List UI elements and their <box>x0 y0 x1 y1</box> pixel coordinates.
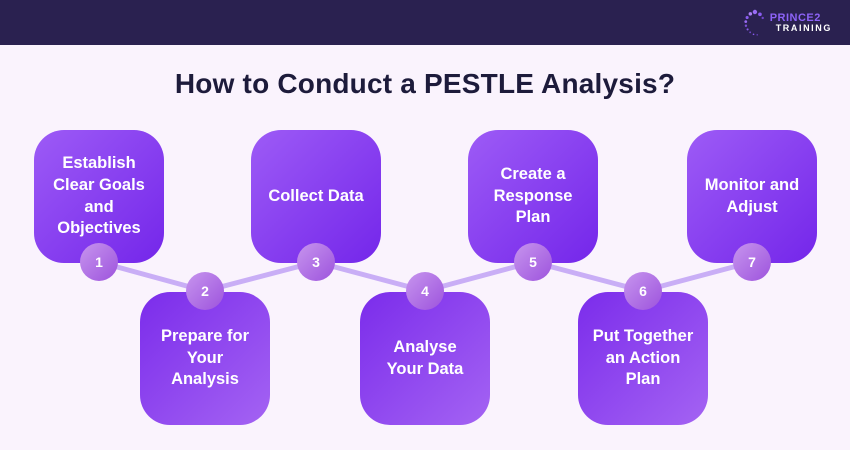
step-number: 6 <box>639 283 647 299</box>
step-label-line: Analyse <box>393 337 457 356</box>
step-number: 4 <box>421 283 429 299</box>
step-label-line: Clear Goals <box>53 175 145 194</box>
page-title: How to Conduct a PESTLE Analysis? <box>174 68 676 99</box>
step-number: 1 <box>95 254 103 270</box>
step-label-line: Adjust <box>726 197 778 216</box>
step-label-line: Put Together <box>592 326 694 345</box>
logo-brand-text: PRINCE2 <box>769 11 821 24</box>
step-label-line: Analysis <box>171 370 239 389</box>
step-label-line: and <box>84 197 114 216</box>
step-number: 7 <box>748 254 756 270</box>
step-number-badge-7: 7 <box>733 243 771 281</box>
step-label-line: Plan <box>625 370 661 389</box>
step-number-badge-1: 1 <box>80 243 118 281</box>
step-label-line: an Action <box>605 348 681 367</box>
step-label-line: Establish <box>62 153 136 172</box>
step-label-line: Objectives <box>57 219 141 238</box>
step-number-badge-2: 2 <box>186 272 224 310</box>
step-label-line: Response <box>493 186 573 205</box>
step-box-3: Collect Data <box>251 130 381 263</box>
step-label-line: Monitor and <box>704 175 800 194</box>
step-label-line: Create a <box>500 164 566 183</box>
step-number: 2 <box>201 283 209 299</box>
prince2-logo: PRINCE2 TRAINING <box>743 8 832 38</box>
step-label-line: Your Data <box>386 359 464 378</box>
step-number-badge-5: 5 <box>514 243 552 281</box>
step-label-line: Plan <box>515 208 551 227</box>
step-label-line: Prepare for <box>160 326 250 345</box>
header-bar: PRINCE2 TRAINING <box>0 0 850 45</box>
logo-text: PRINCE2 TRAINING <box>770 12 832 34</box>
step-number-badge-6: 6 <box>624 272 662 310</box>
step-label-line: Your <box>186 348 224 367</box>
step-number: 3 <box>312 254 320 270</box>
step-number-badge-4: 4 <box>406 272 444 310</box>
step-label-line: Collect Data <box>268 186 364 205</box>
logo-sub-text: TRAINING <box>775 22 832 33</box>
dot-spiral-icon <box>744 9 764 36</box>
step-number: 5 <box>529 254 537 270</box>
step-number-badge-3: 3 <box>297 243 335 281</box>
